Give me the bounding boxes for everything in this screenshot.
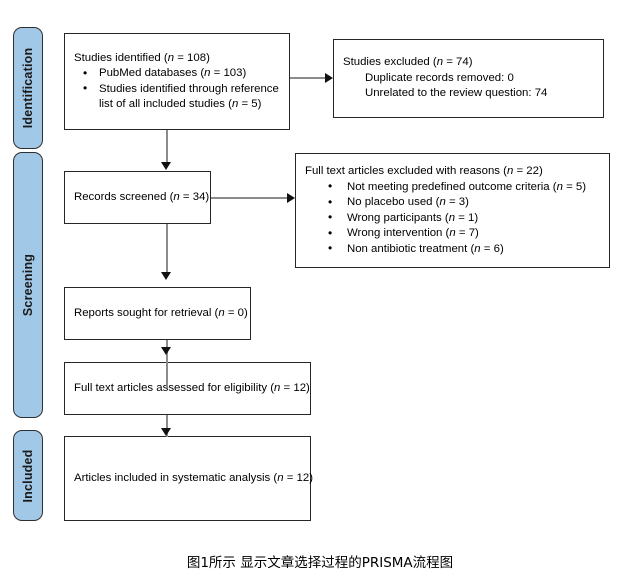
records-screened-title: Records screened (n = 34) [74, 190, 210, 203]
stage-bar-included: Included [13, 430, 43, 521]
arrowhead-reports-to-assessed [161, 347, 171, 355]
box-articles-included: Articles included in systematic analysis… [64, 436, 314, 521]
connector-screened-to-fulltext-excluded [211, 197, 288, 199]
stage-label-included: Included [21, 449, 35, 502]
box-fulltext-excluded: Full text articles excluded with reasons… [295, 153, 610, 268]
connector-screened-to-reports [166, 224, 168, 273]
arrowhead-assessed-to-included [161, 428, 171, 436]
studies-excluded-duplicates: Duplicate records removed: 0 [365, 71, 514, 84]
stage-label-screening: Screening [21, 253, 35, 317]
bullet-pubmed: PubMed databases (n = 103) [74, 66, 280, 82]
connector-identified-to-excluded [290, 77, 326, 79]
box-fulltext-assessed: Full text articles assessed for eligibil… [64, 362, 311, 415]
box-records-screened: Records screened (n = 34) [64, 171, 211, 224]
stage-label-identification: Identification [21, 47, 35, 129]
bullet-not-meeting-criteria: Not meeting predefined outcome criteria … [305, 179, 600, 196]
box-reports-sought: Reports sought for retrieval (n = 0) [64, 287, 251, 340]
connector-identified-to-screened [166, 130, 168, 163]
figure-caption: 图1所示 显示文章选择过程的PRISMA流程图 [186, 555, 454, 571]
arrowhead-identified-to-excluded [325, 72, 333, 83]
stage-bar-screening: Screening [13, 152, 43, 418]
studies-excluded-title: Studies excluded (n = 74) [343, 56, 473, 69]
bullet-wrong-participants: Wrong participants (n = 1) [305, 210, 600, 227]
studies-identified-bullets: PubMed databases (n = 103) Studies ident… [74, 66, 280, 113]
connector-assessed-to-included [166, 415, 168, 437]
articles-included-title: Articles included in systematic analysis… [74, 471, 314, 484]
bullet-reference-list: Studies identified through referencelist… [74, 81, 280, 113]
fulltext-excluded-bullets: Not meeting predefined outcome criteria … [305, 179, 600, 258]
bullet-non-antibiotic: Non antibiotic treatment (n = 6) [305, 241, 600, 258]
fulltext-assessed-title: Full text articles assessed for eligibil… [74, 381, 310, 394]
arrowhead-screened-to-fulltext-excluded [287, 192, 295, 203]
bullet-no-placebo: No placebo used (n = 3) [305, 195, 600, 211]
arrowhead-identified-to-screened [161, 162, 171, 170]
bullet-wrong-intervention: Wrong intervention (n = 7) [305, 226, 600, 242]
connector-reports-to-assessed [166, 340, 168, 388]
box-studies-identified: Studies identified (n = 108) PubMed data… [64, 33, 290, 130]
fulltext-excluded-title: Full text articles excluded with reasons… [305, 165, 543, 177]
stage-bar-identification: Identification [13, 27, 43, 149]
studies-identified-title: Studies identified (n = 108) [74, 51, 210, 64]
arrowhead-screened-to-reports [161, 272, 171, 280]
studies-excluded-unrelated: Unrelated to the review question: 74 [365, 87, 548, 100]
box-studies-excluded: Studies excluded (n = 74) Duplicate reco… [333, 39, 604, 118]
reports-sought-title: Reports sought for retrieval (n = 0) [74, 306, 248, 319]
